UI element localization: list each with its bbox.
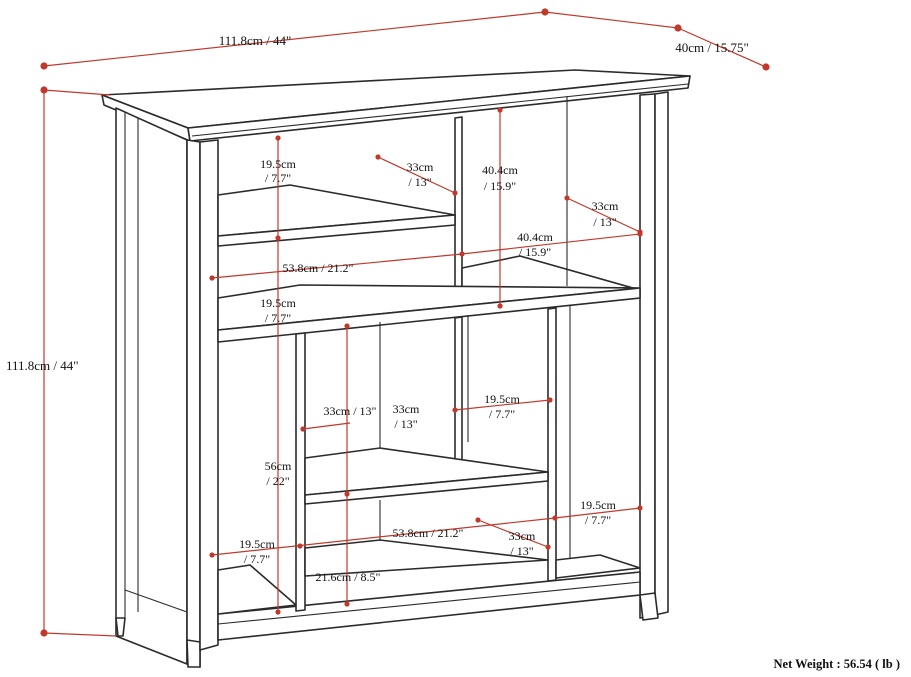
lower-left-bottom-shelf bbox=[217, 564, 297, 615]
bookcase-drawing bbox=[101, 69, 691, 668]
lower-center-left-stile bbox=[295, 332, 306, 612]
bottom-rail bbox=[217, 571, 641, 641]
upper-center-divider bbox=[454, 116, 463, 309]
right-front-leg bbox=[639, 592, 659, 621]
upper-right-height-label-inch: / 15.9" bbox=[484, 179, 516, 193]
upper-left-shelf-height-label-inch: / 7.7" bbox=[265, 171, 291, 185]
upper-left-depth-label-inch: / 13" bbox=[408, 175, 431, 189]
dimension-lines bbox=[40, 8, 770, 637]
dimension-labels: 111.8cm / 44" 40cm / 15.75" 111.8cm / 44… bbox=[6, 33, 900, 671]
lower-right-shelf-height-label-inch: / 7.7" bbox=[585, 513, 611, 527]
front-left-stile bbox=[199, 139, 219, 651]
left-front-leg bbox=[186, 639, 201, 668]
upper-left-shelf-height-label: 19.5cm bbox=[260, 157, 296, 171]
lower-left-cabinet-height-label: 56cm bbox=[265, 459, 292, 473]
lower-right-bottom-shelf bbox=[555, 554, 641, 579]
lower-right-shelf-height-label: 19.5cm bbox=[580, 498, 616, 512]
upper-right-depth-label: 33cm bbox=[592, 199, 619, 213]
lower-left-cabinet-height-label-inch: / 22" bbox=[266, 474, 289, 488]
lower-center-bottom-depth-label: 33cm bbox=[509, 529, 536, 543]
lower-center-left-depth-label: 33cm / 13" bbox=[324, 404, 377, 418]
lower-center-bottom-shelf bbox=[304, 539, 549, 577]
lower-left-shelf-height-label-inch: / 7.7" bbox=[244, 552, 270, 566]
lower-left-shelf-height-label: 19.5cm bbox=[239, 537, 275, 551]
left-side-panel bbox=[115, 107, 188, 665]
net-weight-label: Net Weight : 56.54 ( lb ) bbox=[774, 657, 901, 671]
lower-center-compartment-height-label-inch: / 7.7" bbox=[489, 407, 515, 421]
lower-center-shelf-front bbox=[304, 471, 549, 505]
top-slab-front-face bbox=[187, 75, 691, 142]
left-front-stile bbox=[186, 139, 201, 668]
left-back-leg bbox=[115, 617, 126, 637]
right-front-stile bbox=[639, 93, 656, 619]
right-side-panel bbox=[654, 91, 669, 616]
overall-width-label: 111.8cm / 44" bbox=[219, 33, 292, 48]
upper-right-width-label: 40.4cm bbox=[517, 230, 553, 244]
middle-shelf-height-label: 19.5cm bbox=[260, 296, 296, 310]
upper-right-depth-label-inch: / 13" bbox=[593, 215, 616, 229]
lower-center-right-depth-label-inch: / 13" bbox=[394, 417, 417, 431]
upper-right-width-label-inch: / 15.9" bbox=[519, 245, 551, 259]
upper-right-height-label: 40.4cm bbox=[482, 163, 518, 177]
overall-depth-label: 40cm / 15.75" bbox=[675, 40, 749, 55]
upper-left-depth-label: 33cm bbox=[407, 160, 434, 174]
lower-center-bottom-height-label: 21.6cm / 8.5" bbox=[316, 570, 381, 584]
lower-center-width-label: 53.8cm / 21.2" bbox=[393, 526, 464, 540]
middle-shelf-height-label-inch: / 7.7" bbox=[265, 311, 291, 325]
lower-center-right-depth-label: 33cm bbox=[393, 402, 420, 416]
lower-center-compartment-height-label: 19.5cm bbox=[484, 392, 520, 406]
overall-height-label: 111.8cm / 44" bbox=[6, 358, 79, 373]
middle-shelf-front bbox=[217, 287, 641, 343]
lower-center-bottom-depth-label-inch: / 13" bbox=[510, 544, 533, 558]
lower-center-right-stile bbox=[547, 307, 557, 582]
middle-width-label: 53.8cm / 21.2" bbox=[283, 261, 354, 275]
